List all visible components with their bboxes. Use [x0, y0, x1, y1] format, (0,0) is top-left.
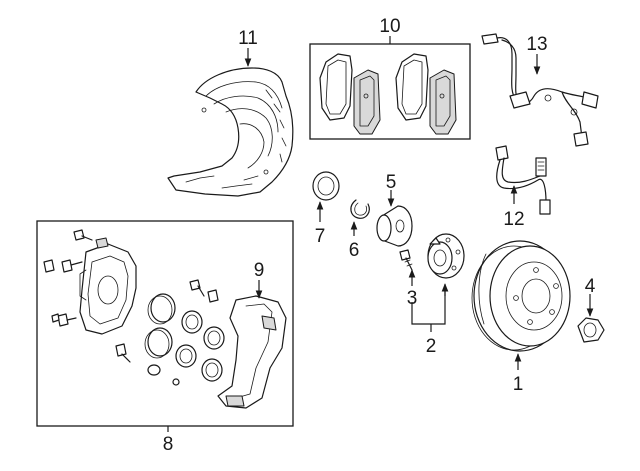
callout-12: 12	[503, 209, 524, 230]
callout-7: 7	[315, 226, 326, 247]
caliper-bolts[interactable]	[43, 229, 93, 327]
callout-11: 11	[238, 28, 258, 49]
callout-10: 10	[379, 16, 400, 37]
caliper-pin-bolts[interactable]	[189, 279, 219, 303]
seal-part-7[interactable]	[312, 171, 340, 201]
caliper-body[interactable]	[79, 237, 137, 335]
callout-9: 9	[254, 260, 265, 281]
bearing-part-5[interactable]	[376, 205, 413, 247]
hub-bolt-part-3[interactable]	[399, 249, 413, 271]
callout-13: 13	[526, 34, 547, 55]
callout-leaders	[167, 36, 594, 432]
lug-nut-part-4[interactable]	[577, 317, 605, 343]
pistons[interactable]	[144, 293, 176, 359]
hub-part-2[interactable]	[427, 233, 465, 279]
callout-3: 3	[407, 288, 418, 309]
callout-6: 6	[349, 240, 360, 261]
slide-pins[interactable]	[115, 343, 180, 386]
callout-2: 2	[426, 336, 437, 357]
callout-8: 8	[163, 434, 174, 455]
abs-sensor-wire-part-13[interactable]	[481, 33, 599, 147]
caliper-assembly-box	[36, 220, 294, 427]
brake-pads-part-10[interactable]	[309, 43, 471, 140]
snap-ring-part-6[interactable]	[350, 199, 370, 219]
rotor-part-1[interactable]	[471, 240, 571, 352]
callout-1: 1	[513, 374, 524, 395]
dust-shield-part-11[interactable]	[167, 67, 294, 197]
callout-5: 5	[386, 172, 397, 193]
callout-labels: 11 10 13 12 5 6 7 9 3 2 4 1 8	[163, 16, 596, 455]
brake-hose-part-12[interactable]	[495, 145, 551, 215]
piston-seals[interactable]	[175, 310, 225, 382]
callout-4: 4	[585, 276, 596, 297]
caliper-bracket-part-9[interactable]	[217, 295, 287, 409]
